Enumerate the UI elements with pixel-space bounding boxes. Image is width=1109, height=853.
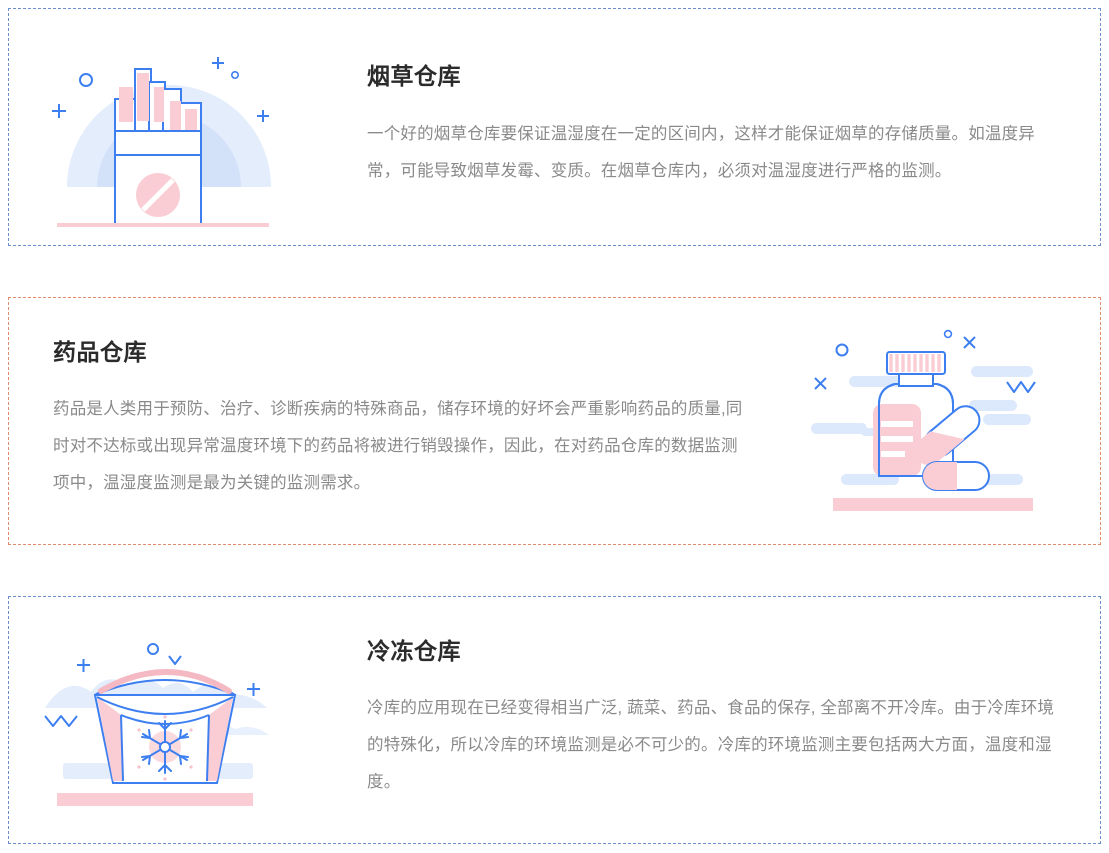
cigarette-pack-illustration (19, 27, 319, 227)
card-medicine-warehouse: 药品仓库 药品是人类用于预防、治疗、诊断疾病的特殊商品，储存环境的好坏会严重影响… (8, 297, 1101, 545)
medicine-bottle-svg (811, 329, 1036, 511)
card-body: 药品是人类用于预防、治疗、诊断疾病的特殊商品，储存环境的好坏会严重影响药品的质量… (53, 400, 743, 493)
card-title: 冷冻仓库 (367, 637, 461, 664)
freezer-illustration (19, 623, 319, 818)
card-body: 一个好的烟草仓库要保证温湿度在一定的区间内，这样才能保证烟草的存储质量。如温度异… (367, 124, 1035, 180)
card-copy: 烟草仓库 一个好的烟草仓库要保证温湿度在一定的区间内，这样才能保证烟草的存储质量… (319, 64, 1100, 189)
card-tobacco-warehouse: 烟草仓库 一个好的烟草仓库要保证温湿度在一定的区间内，这样才能保证烟草的存储质量… (8, 8, 1101, 246)
card-title: 烟草仓库 (367, 63, 461, 90)
card-copy: 冷冻仓库 冷库的应用现在已经变得相当广泛, 蔬菜、药品、食品的保存, 全部离不开… (319, 637, 1100, 801)
medicine-bottle-illustration (786, 326, 1086, 516)
card-copy: 药品仓库 药品是人类用于预防、治疗、诊断疾病的特殊商品，储存环境的好坏会严重影响… (9, 338, 786, 502)
card-title: 药品仓库 (53, 338, 147, 365)
cigarette-pack-svg (52, 57, 271, 227)
card-body: 冷库的应用现在已经变得相当广泛, 蔬菜、药品、食品的保存, 全部离不开冷库。由于… (367, 699, 1055, 792)
card-freezer-warehouse: 冷冻仓库 冷库的应用现在已经变得相当广泛, 蔬菜、药品、食品的保存, 全部离不开… (8, 596, 1101, 844)
freezer-svg (44, 642, 269, 806)
